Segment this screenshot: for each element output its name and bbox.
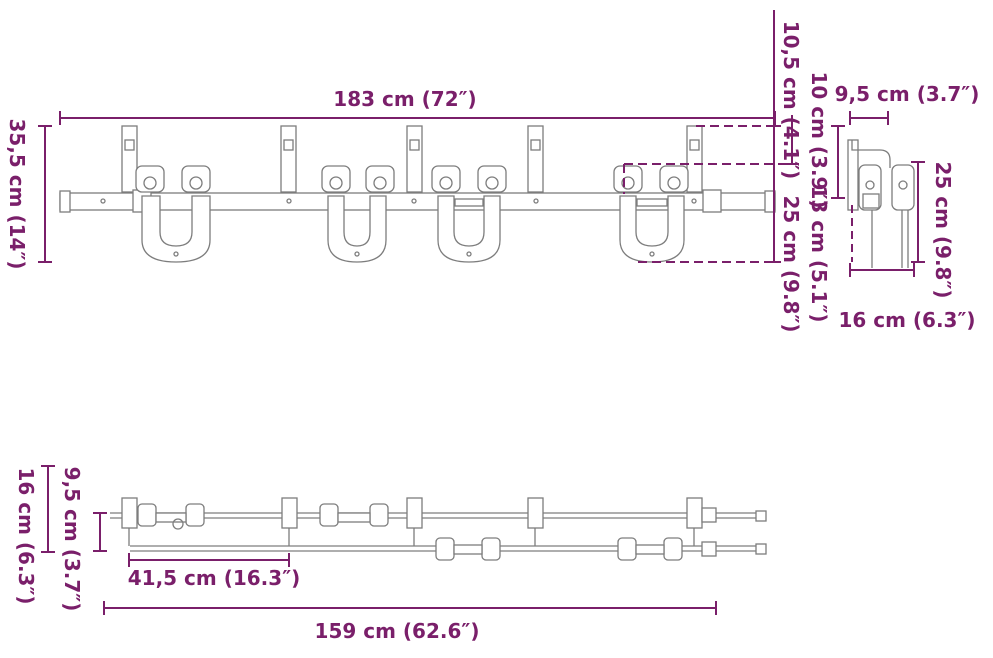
dim-side-25: 25 cm (9.8″) xyxy=(931,161,955,298)
front-view-assembly xyxy=(59,125,776,263)
dim-top-10: 10 cm (3.9″) xyxy=(807,71,831,208)
dim-side-13: 13 cm (5.1″) xyxy=(807,185,831,322)
dim-bottom-159: 159 cm (62.6″) xyxy=(315,619,480,643)
dim-total-length: 183 cm (72″) xyxy=(333,87,476,111)
side-view-assembly xyxy=(847,139,915,268)
door-hanger xyxy=(431,165,507,263)
top-view-assembly xyxy=(110,497,767,561)
door-hanger xyxy=(135,165,211,263)
wall-bracket xyxy=(686,125,722,213)
rail-end-cap-left xyxy=(59,190,71,213)
dimension-lines-bottom xyxy=(41,465,717,615)
door-hanger xyxy=(613,165,689,263)
wall-bracket xyxy=(406,125,423,193)
wall-bracket xyxy=(527,125,544,193)
dimension-lines-top xyxy=(38,10,799,263)
dimension-lines-side xyxy=(831,111,925,277)
dim-height-left: 35,5 cm (14″) xyxy=(5,118,29,269)
dim-side-9-5: 9,5 cm (3.7″) xyxy=(835,82,980,106)
dim-bottom-9-5: 9,5 cm (3.7″) xyxy=(60,467,84,612)
dim-bottom-41-5: 41,5 cm (16.3″) xyxy=(128,566,301,590)
door-hanger xyxy=(321,165,395,263)
dim-side-16: 16 cm (6.3″) xyxy=(838,308,975,332)
dim-wheel-25: 25 cm (9.8″) xyxy=(779,195,803,332)
dim-top-10-5: 10,5 cm (4.1″) xyxy=(779,21,803,180)
wall-bracket xyxy=(280,125,297,193)
dim-bottom-16: 16 cm (6.3″) xyxy=(14,467,38,604)
